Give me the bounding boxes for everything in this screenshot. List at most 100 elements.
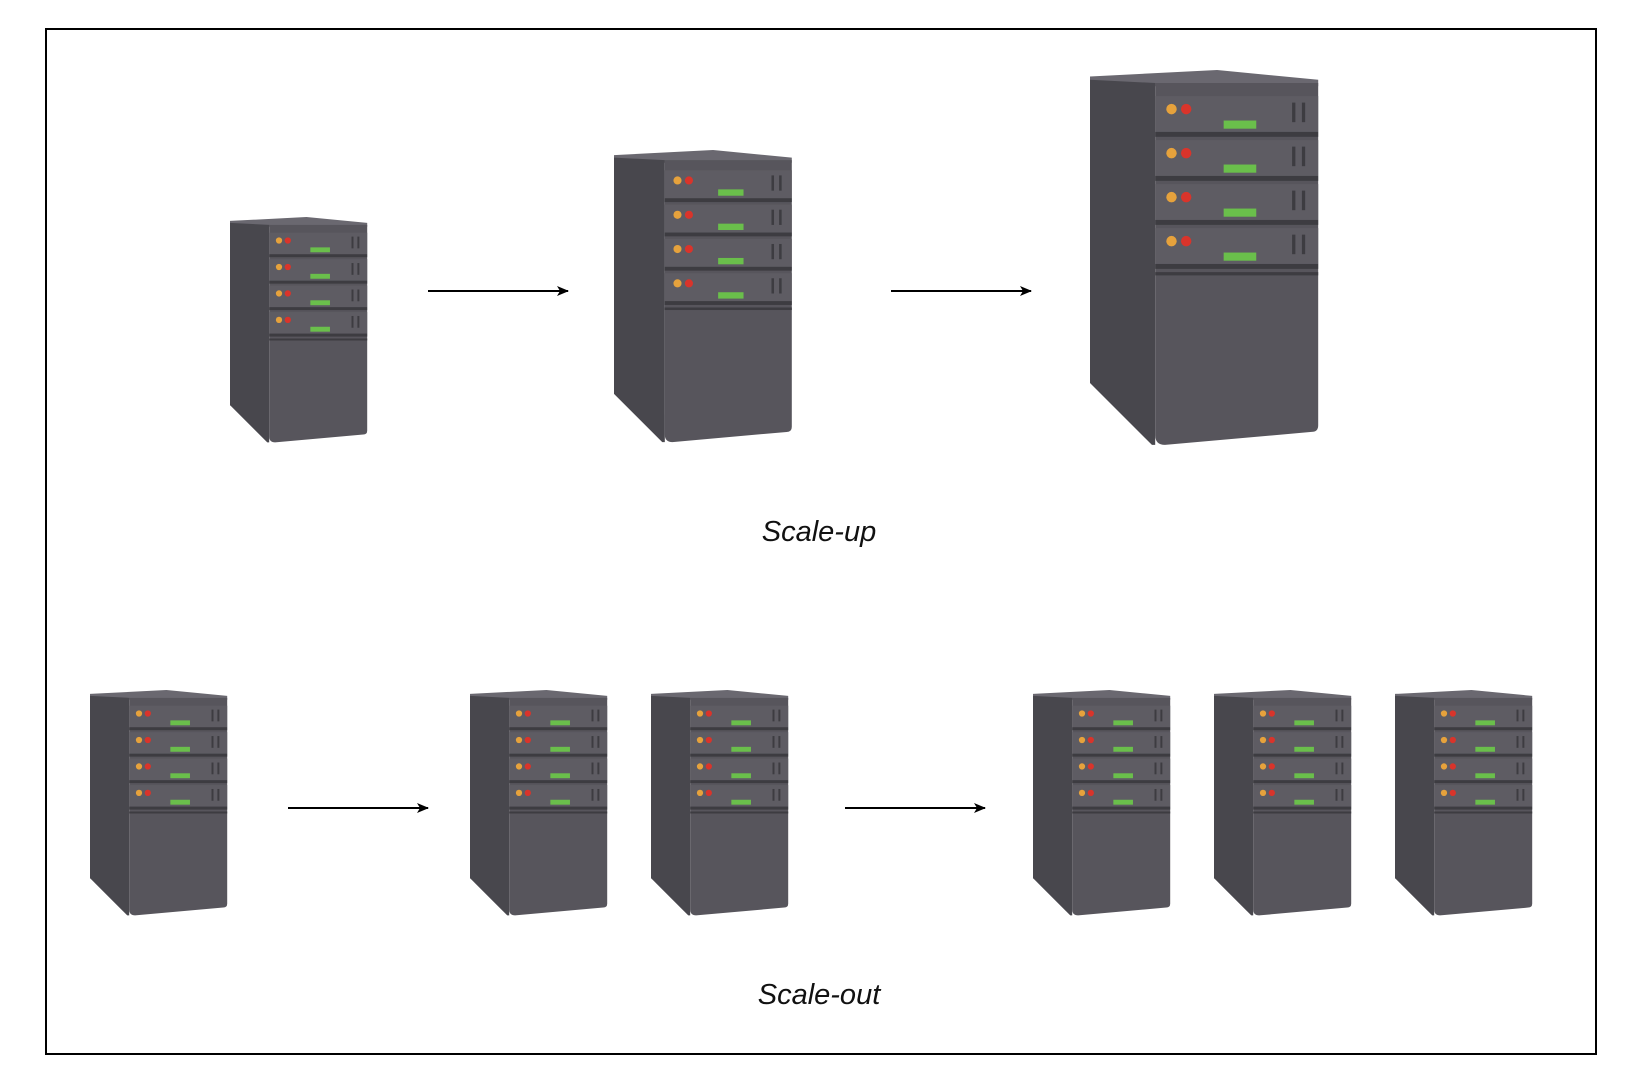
- drive-bay-separator: [1253, 753, 1352, 757]
- drive-bay: [690, 705, 789, 728]
- vent-slot: [217, 762, 220, 775]
- drive-bay: [690, 758, 789, 781]
- activity-light-green: [1223, 164, 1257, 173]
- scale-out-stage-3-server-1: [1033, 690, 1171, 916]
- status-led-red: [684, 176, 693, 185]
- activity-light-green: [1294, 799, 1314, 805]
- status-led-red: [144, 789, 151, 797]
- activity-light-green: [310, 326, 330, 332]
- vent-slot: [597, 709, 600, 722]
- vent-slot: [1341, 762, 1344, 775]
- drive-bay-separator: [269, 254, 368, 258]
- drive-bay-separator: [269, 333, 368, 337]
- server-side-panel: [1090, 79, 1156, 445]
- vent-slot: [1335, 788, 1338, 801]
- drive-bay-separator: [129, 753, 228, 757]
- drive-bay-separator: [664, 198, 792, 203]
- status-led-orange: [515, 763, 523, 770]
- activity-light-green: [1294, 746, 1314, 752]
- activity-light-green: [718, 292, 744, 299]
- vent-slot: [779, 175, 782, 191]
- vent-slot: [591, 788, 594, 801]
- activity-light-green: [1223, 120, 1257, 129]
- activity-light-green: [731, 773, 751, 779]
- status-led-red: [1268, 763, 1275, 770]
- drive-bay: [269, 232, 368, 255]
- status-led-orange: [1440, 736, 1448, 744]
- vent-slot: [779, 209, 782, 225]
- vent-slot: [1292, 102, 1296, 123]
- drive-bay: [1253, 785, 1352, 807]
- vent-slot: [1301, 146, 1306, 167]
- server-side-panel: [614, 157, 665, 443]
- status-led-red: [1449, 710, 1456, 717]
- vent-slot: [217, 788, 220, 801]
- server-top: [1395, 690, 1533, 700]
- server-top: [90, 690, 228, 700]
- status-led-orange: [1259, 710, 1267, 717]
- drive-bay: [1434, 705, 1533, 728]
- scale-out-stage-3-server-2: [1214, 690, 1352, 916]
- activity-light-green: [731, 720, 751, 726]
- server-top: [614, 150, 792, 163]
- vent-slot: [1292, 190, 1296, 211]
- vent-slot: [211, 709, 214, 722]
- server-top: [230, 217, 368, 227]
- cabinet-seam: [1434, 811, 1533, 814]
- server-side-panel: [1033, 695, 1073, 916]
- status-led-orange: [135, 789, 143, 797]
- vent-slot: [1522, 788, 1525, 801]
- status-led-red: [1180, 147, 1192, 159]
- vent-slot: [217, 709, 220, 722]
- vent-slot: [779, 243, 782, 260]
- vent-slot: [1301, 102, 1306, 123]
- drive-bay-separator: [1155, 219, 1319, 225]
- vent-slot: [1522, 709, 1525, 722]
- activity-light-green: [550, 799, 570, 805]
- drive-bay-separator: [269, 307, 368, 311]
- vent-slot: [211, 762, 214, 775]
- status-led-red: [1180, 191, 1192, 203]
- drive-bay: [1072, 785, 1171, 807]
- status-led-red: [1268, 789, 1275, 797]
- vent-slot: [597, 736, 600, 748]
- scale-out-stage-2-server-1: [470, 690, 608, 916]
- drive-bay: [1434, 732, 1533, 754]
- drive-bay-separator: [1253, 780, 1352, 784]
- cabinet-seam: [1072, 811, 1171, 814]
- status-led-orange: [275, 263, 283, 271]
- vent-slot: [1154, 762, 1157, 775]
- activity-light-green: [170, 746, 190, 752]
- vent-slot: [1301, 190, 1306, 211]
- status-led-red: [705, 789, 712, 797]
- status-led-red: [705, 710, 712, 717]
- activity-light-green: [1475, 799, 1495, 805]
- drive-bay-separator: [1155, 131, 1319, 137]
- status-led-orange: [275, 237, 283, 244]
- vent-slot: [772, 709, 775, 722]
- activity-light-green: [1223, 208, 1257, 217]
- status-led-orange: [1259, 763, 1267, 770]
- vent-slot: [771, 209, 775, 225]
- activity-light-green: [310, 300, 330, 306]
- server-side-panel: [470, 695, 510, 916]
- status-led-red: [144, 763, 151, 770]
- cabinet-seam: [129, 811, 228, 814]
- status-led-orange: [1259, 789, 1267, 797]
- status-led-orange: [1440, 763, 1448, 770]
- activity-light-green: [1223, 252, 1257, 261]
- status-led-orange: [515, 710, 523, 717]
- vent-slot: [1522, 762, 1525, 775]
- vent-slot: [771, 175, 775, 191]
- vent-slot: [1292, 234, 1296, 255]
- drive-bay: [1253, 732, 1352, 754]
- drive-bay: [509, 758, 608, 781]
- vent-slot: [1516, 788, 1519, 801]
- vent-slot: [1522, 736, 1525, 748]
- drive-bay-separator: [664, 232, 792, 237]
- vent-slot: [591, 762, 594, 775]
- vent-slot: [772, 762, 775, 775]
- vent-slot: [597, 762, 600, 775]
- scale-up-server-1: [230, 217, 368, 443]
- vent-slot: [1301, 234, 1306, 255]
